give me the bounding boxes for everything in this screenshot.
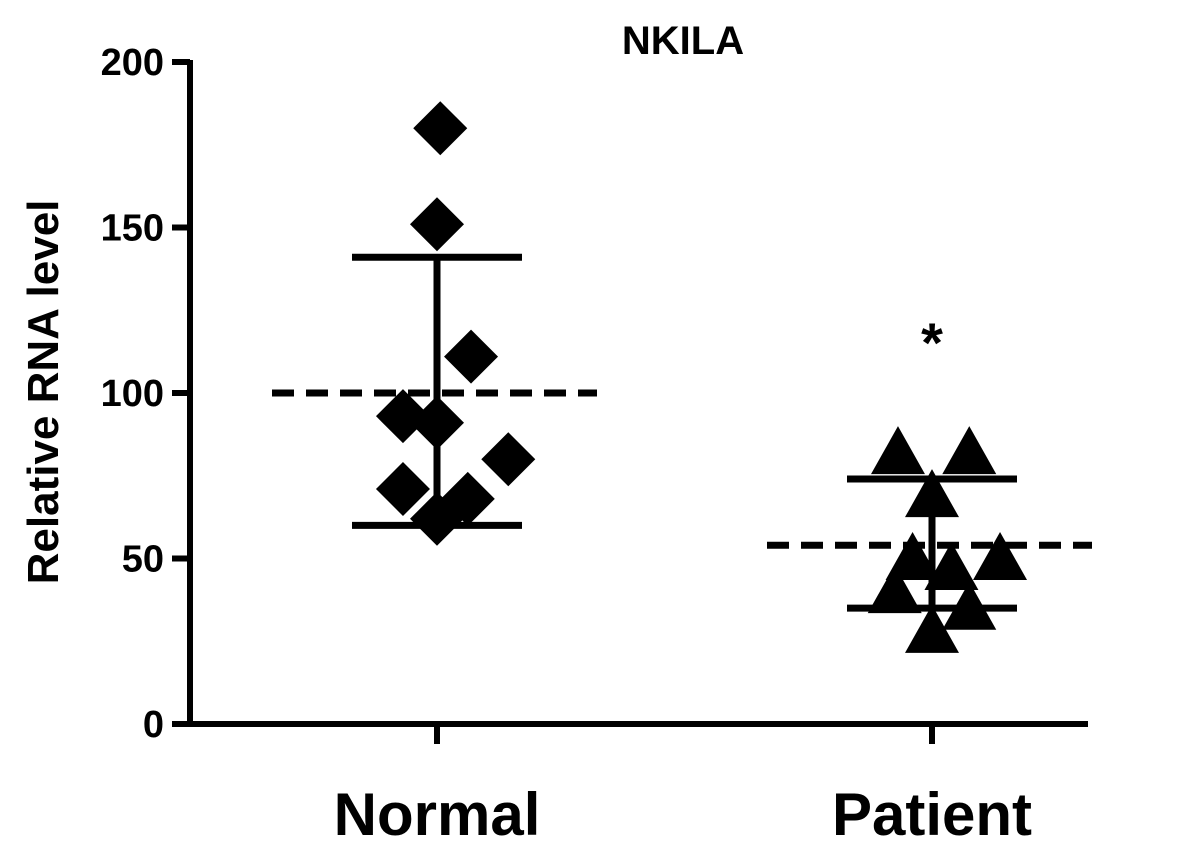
y-tick-label: 200 bbox=[101, 42, 164, 84]
data-point-triangle bbox=[905, 469, 959, 518]
data-point-diamond bbox=[444, 329, 499, 384]
data-point-triangle bbox=[870, 426, 925, 475]
data-point-triangle bbox=[867, 565, 922, 614]
data-point-triangle bbox=[942, 581, 997, 630]
axes bbox=[172, 59, 1088, 744]
y-axis-label: Relative RNA level bbox=[19, 200, 68, 585]
y-tick-label: 0 bbox=[143, 704, 164, 746]
data-point-triangle bbox=[924, 541, 979, 590]
y-tick-label: 150 bbox=[101, 208, 164, 250]
data-marks bbox=[272, 101, 1092, 653]
data-point-triangle bbox=[905, 604, 959, 653]
significance-annotation: * bbox=[921, 311, 943, 374]
data-point-triangle bbox=[942, 426, 997, 475]
data-point-diamond bbox=[410, 197, 464, 252]
data-point-diamond bbox=[481, 432, 536, 487]
data-point-diamond bbox=[413, 101, 468, 156]
x-category-label: Normal bbox=[334, 781, 541, 848]
data-point-diamond bbox=[410, 395, 464, 450]
data-point-diamond bbox=[375, 461, 430, 516]
data-point-triangle bbox=[973, 532, 1028, 581]
y-tick-label: 50 bbox=[122, 539, 164, 581]
chart-title: NKILA bbox=[622, 19, 744, 63]
x-category-label: Patient bbox=[832, 781, 1032, 848]
data-point-diamond bbox=[410, 491, 464, 546]
data-point-triangle bbox=[885, 532, 940, 581]
y-tick-label: 100 bbox=[101, 373, 164, 415]
data-point-diamond bbox=[375, 389, 430, 444]
